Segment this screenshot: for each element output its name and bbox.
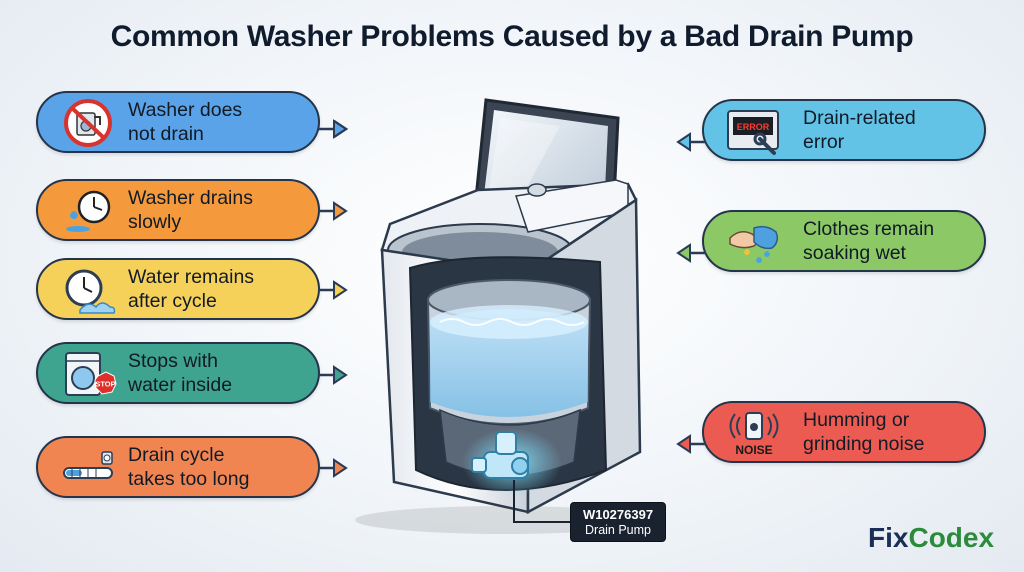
arrow-right-icon — [318, 365, 348, 385]
problem-label: Stops with water inside — [128, 350, 233, 396]
problem-label: Washer does not drain — [128, 99, 243, 145]
page-title: Common Washer Problems Caused by a Bad D… — [110, 20, 914, 53]
noise-icon: NOISE — [729, 412, 779, 457]
arrow-left-icon — [676, 434, 706, 454]
brand-part-1: Fix — [868, 522, 909, 553]
part-number: W10276397 — [582, 507, 654, 522]
error-text: ERROR — [737, 122, 770, 132]
arrow-right-icon — [318, 458, 348, 478]
noise-text: NOISE — [735, 443, 772, 457]
problem-washer-does-not-drain: Washer does not drain — [36, 91, 320, 153]
problem-label: Drain-related error — [803, 107, 916, 153]
part-label: W10276397 Drain Pump — [570, 502, 666, 542]
clock-water-icon — [65, 269, 116, 314]
arrow-right-icon — [318, 280, 348, 300]
brand-logo: FixCodex — [868, 522, 994, 554]
problem-drain-related-error: ERROR Drain-related error — [702, 99, 986, 161]
clock-drip-icon — [66, 190, 111, 232]
problem-clothes-remain-soaking-wet: Clothes remain soaking wet — [702, 210, 986, 272]
error-display-icon: ERROR — [727, 110, 779, 155]
drain-pump-icon — [471, 431, 529, 479]
no-drain-icon — [64, 99, 112, 147]
wet-cloth-icon — [729, 225, 779, 263]
problem-label: Drain cycle takes too long — [128, 444, 250, 490]
problem-label: Water remains after cycle — [128, 266, 255, 312]
arrow-left-icon — [676, 243, 706, 263]
arrow-left-icon — [676, 132, 706, 152]
problem-label: Clothes remain soaking wet — [803, 218, 935, 264]
problem-drain-cycle-takes-too-long: Drain cycle takes too long — [36, 436, 320, 498]
arrow-right-icon — [318, 119, 349, 139]
washer-stop-icon: STOP — [65, 352, 117, 396]
problem-label: Humming or grinding noise — [803, 409, 925, 455]
problem-humming-or-grinding-noise: NOISE Humming or grinding noise — [702, 401, 986, 463]
stop-sign-text: STOP — [95, 380, 115, 389]
problem-water-remains-after-cycle: Water remains after cycle — [36, 258, 320, 320]
washer-dial — [527, 183, 547, 197]
wash-drum — [426, 279, 592, 425]
part-leader-line — [513, 480, 570, 523]
problem-label: Washer drains slowly — [128, 187, 253, 233]
arrow-right-icon — [318, 201, 348, 221]
problem-washer-drains-slowly: Washer drains slowly — [36, 179, 320, 241]
progress-bar-icon — [63, 451, 113, 479]
part-name: Drain Pump — [585, 523, 651, 537]
brand-part-2: Codex — [908, 522, 995, 553]
problem-stops-with-water-inside: STOP Stops with water inside — [36, 342, 320, 404]
